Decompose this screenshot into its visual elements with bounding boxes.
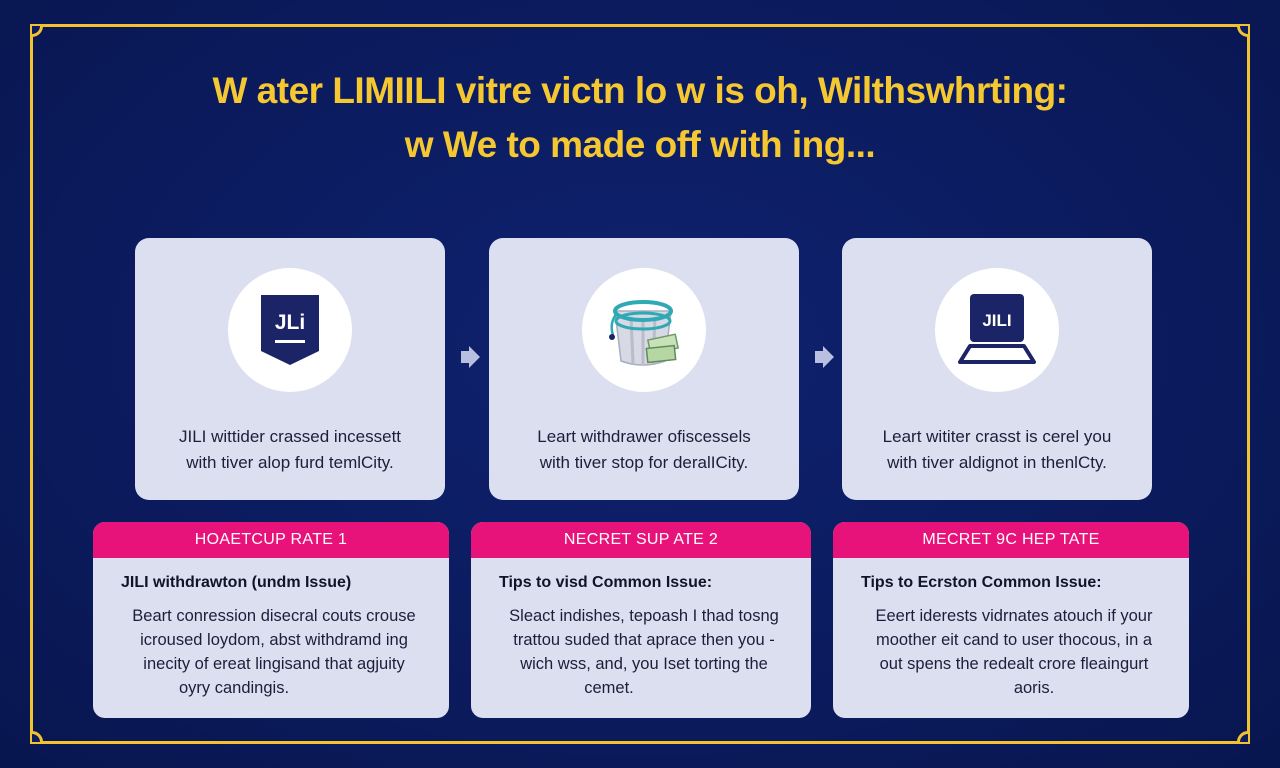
icon-circle <box>582 268 706 392</box>
panel-body: Sleact indishes, tepoash I thad tosng tr… <box>491 604 797 700</box>
frame-corner-ornament <box>32 731 43 742</box>
card-description: Leart wititer crasst is cerel you with t… <box>852 424 1142 476</box>
jili-logo-text: JLi <box>275 311 305 334</box>
step-card-1: JLi JILI wittider crassed incessett with… <box>135 238 445 500</box>
panel-text-line: oyry candingis. <box>178 679 290 697</box>
decorative-frame <box>30 24 1250 744</box>
title-line-1: W ater LIMIILI vitre victn lo w is oh, W… <box>212 70 1068 111</box>
panel-body: Eeert iderests vidrnates atouch if your … <box>853 604 1175 700</box>
jili-laptop-text: JILI <box>982 311 1011 330</box>
panel-text-line: wich wss, and, you Iset torting the <box>520 655 768 673</box>
step-card-2: Leart withdrawer ofiscessels with tiver … <box>489 238 799 500</box>
panel-text-line: moother eit cand to user thocous, in a <box>875 631 1153 649</box>
arrow-right-icon <box>461 346 480 368</box>
panel-header: MECRET 9C HEP TATE <box>833 522 1189 558</box>
panel-text-line: Eeert iderests vidrnates atouch if your <box>875 607 1153 625</box>
icon-circle: JLi <box>228 268 352 392</box>
icon-circle: JILI <box>935 268 1059 392</box>
panel-body: Beart conression disecral couts crouse i… <box>113 604 435 700</box>
panel-text-line: icroused loydom, abst withdramd ing <box>140 631 408 649</box>
arrow-right-icon <box>815 346 834 368</box>
card-text-line: with tiver stop for deralICity. <box>539 453 749 472</box>
panel-text-line: out spens the redealt crore fleaingurt <box>879 655 1149 673</box>
frame-corner-ornament <box>32 26 43 37</box>
panel-text-line: Sleact indishes, tepoash I thad tosng <box>509 607 779 625</box>
panel-subtitle: JILI withdrawton (undm Issue) <box>121 574 352 591</box>
panel-text-line: Beart conression disecral couts crouse <box>132 607 416 625</box>
money-bucket-icon <box>609 300 680 366</box>
frame-corner-ornament <box>1237 26 1248 37</box>
card-description: JILI wittider crassed incessett with tiv… <box>145 424 435 476</box>
panel-text-line: trattou suded that aprace then you - <box>513 631 775 649</box>
card-text-line: Leart wititer crasst is cerel you <box>882 427 1112 446</box>
page-title: W ater LIMIILI vitre victn lo w is oh, W… <box>0 64 1280 172</box>
card-text-line: JILI wittider crassed incessett <box>178 427 402 446</box>
card-text-line: with tiver aldignot in thenlCty. <box>887 453 1107 472</box>
info-panel-3: MECRET 9C HEP TATE Tips to Ecrston Commo… <box>833 522 1189 718</box>
panel-text-line: cemet. <box>584 679 634 697</box>
info-panel-2: NECRET SUP ATE 2 Tips to visd Common Iss… <box>471 522 811 718</box>
card-text-line: with tiver alop furd temlCity. <box>186 453 394 472</box>
frame-corner-ornament <box>1237 731 1248 742</box>
jili-laptop-icon: JILI <box>958 294 1036 364</box>
title-line-2: w We to made off with ing... <box>404 124 876 165</box>
panel-header: NECRET SUP ATE 2 <box>471 522 811 558</box>
panel-text-line: inecity of ereat lingisand that agjuity <box>143 655 405 673</box>
card-description: Leart withdrawer ofiscessels with tiver … <box>499 424 789 476</box>
panel-text-line: aoris. <box>1013 679 1055 697</box>
card-text-line: Leart withdrawer ofiscessels <box>537 427 751 446</box>
panel-subtitle: Tips to Ecrston Common Issue: <box>861 574 1102 591</box>
panel-header: HOAETCUP RATE 1 <box>93 522 449 558</box>
panel-subtitle: Tips to visd Common Issue: <box>499 574 713 591</box>
step-card-3: JILI Leart wititer crasst is cerel you w… <box>842 238 1152 500</box>
info-panel-1: HOAETCUP RATE 1 JILI withdrawton (undm I… <box>93 522 449 718</box>
jili-logo-badge-icon: JLi <box>261 295 319 365</box>
